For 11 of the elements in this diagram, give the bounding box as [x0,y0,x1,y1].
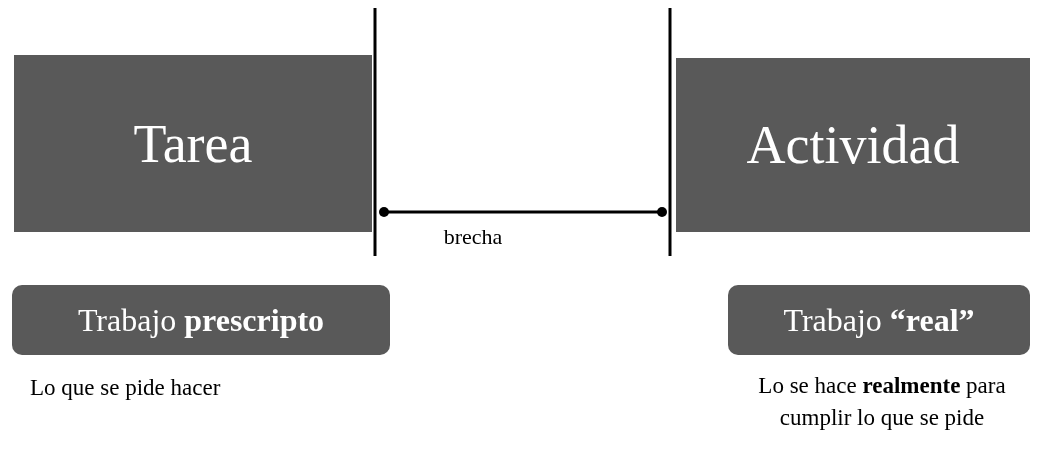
concept-box [14,55,372,232]
box-title: Trabajo “real” [783,301,975,339]
box-title: Tarea [133,112,253,175]
box-title: Trabajo prescripto [77,301,325,339]
label-box [12,285,390,355]
label-box [728,285,1030,355]
description-text: Lo se hace realmente para cumplir lo que se pide [757,372,1007,433]
dimension-label: brecha [442,223,504,251]
concept-box [676,58,1030,232]
box-title: Actividad [746,114,960,176]
description-text: Lo que se pide hacer [30,374,222,402]
